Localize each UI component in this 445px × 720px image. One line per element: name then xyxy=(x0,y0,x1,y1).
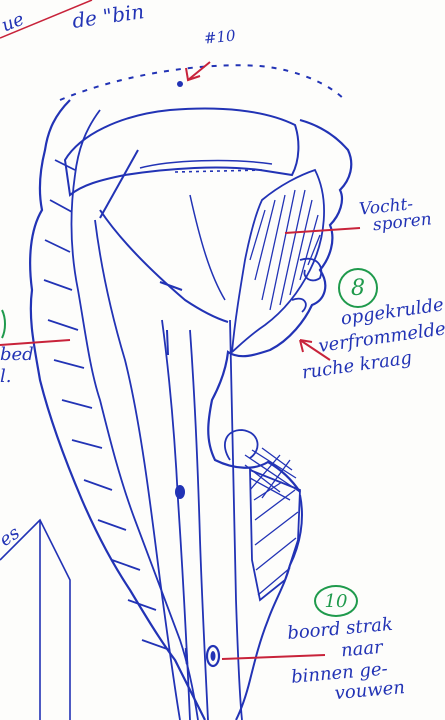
button-lower xyxy=(207,646,219,666)
collar-point-2 xyxy=(190,195,225,300)
ruffle-left-inner xyxy=(72,110,198,720)
item-8-badge: 8 xyxy=(338,268,378,308)
neckline-dashed-arc xyxy=(60,65,345,100)
marker-ten-dot xyxy=(177,81,183,87)
lower-hatch-lines xyxy=(254,482,298,595)
placket-line-3 xyxy=(230,320,242,720)
item-8-number: 8 xyxy=(351,276,365,301)
item-10-badge: 10 xyxy=(314,585,358,617)
annotation-item-10-line-2: naar xyxy=(340,637,402,660)
crumpled-collar-hatch xyxy=(250,190,320,310)
annotation-moisture: Vocht- sporen xyxy=(358,194,432,235)
arrow-marker-ten-head xyxy=(186,68,200,80)
annotation-left-line-2: l. xyxy=(0,368,34,386)
button-upper xyxy=(175,485,185,499)
jacket-corner xyxy=(0,520,70,720)
shirt-front-left-edge xyxy=(95,220,180,720)
ruffle-left-outline xyxy=(30,100,205,720)
placket-tick-2 xyxy=(186,648,187,664)
collar-stitching xyxy=(175,170,265,172)
placket-line-2 xyxy=(190,330,208,720)
collar-tick xyxy=(100,150,138,218)
annotation-left-fragment: bed l. xyxy=(0,346,34,386)
annotation-left-line-1: bed xyxy=(0,346,34,364)
annotation-marker-ten: #10 xyxy=(203,28,236,46)
placket-tick xyxy=(167,330,168,355)
ruffle-left-dashes xyxy=(44,160,170,650)
green-edge-mark xyxy=(2,310,5,338)
collar-band xyxy=(65,109,298,195)
annotation-item-10: boord strak naar binnen ge- vouwen xyxy=(287,615,406,706)
item-10-number: 10 xyxy=(325,591,348,612)
ruffle-right-curls xyxy=(225,259,321,460)
ruffle-right-outline xyxy=(208,120,351,492)
